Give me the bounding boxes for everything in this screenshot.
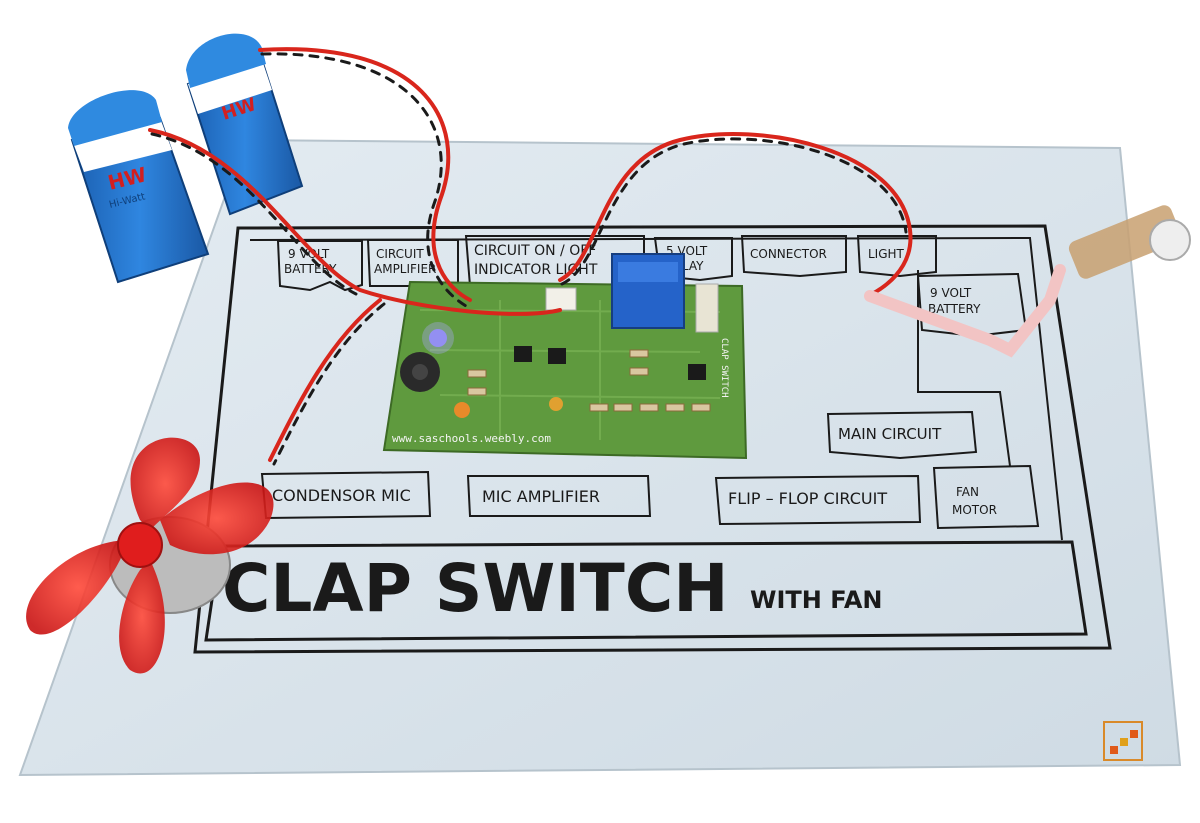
label-amplifier: CIRCUIT AMPLIFIER	[366, 239, 459, 287]
battery-left: HW Hi-Watt	[68, 90, 210, 284]
title-text: CLAP SWITCH	[222, 550, 729, 627]
svg-text:LIGHT: LIGHT	[868, 247, 905, 261]
label-fan-motor: FAN MOTOR	[932, 464, 1040, 530]
svg-text:CONDENSOR MIC: CONDENSOR MIC	[272, 486, 411, 505]
label-battery-right: 9 VOLT BATTERY	[916, 272, 1028, 338]
pcb-name: CLAP SWITCH	[719, 338, 729, 398]
svg-text:FAN: FAN	[956, 485, 979, 499]
blue-led-icon	[429, 329, 447, 347]
svg-text:FLIP – FLOP CIRCUIT: FLIP – FLOP CIRCUIT	[728, 489, 887, 508]
transistor-icon	[548, 348, 566, 364]
transistor-icon	[514, 346, 532, 362]
transistor-icon	[688, 364, 706, 380]
svg-text:9 VOLT: 9 VOLT	[930, 286, 972, 300]
svg-text:AMPLIFIER: AMPLIFIER	[374, 262, 436, 276]
svg-text:MAIN CIRCUIT: MAIN CIRCUIT	[838, 425, 942, 443]
capacitor-icon	[549, 397, 563, 411]
fan-icon	[26, 437, 274, 674]
connector-icon	[695, 283, 719, 333]
label-flip-flop: FLIP – FLOP CIRCUIT	[714, 474, 922, 526]
pcb-circuit-board: www.saschools.weebly.com CLAP SWITCH	[382, 253, 748, 460]
light-bulb-icon	[864, 205, 1191, 358]
subtitle-text: WITH FAN	[750, 586, 883, 614]
corner-logo	[1103, 721, 1143, 761]
svg-text:BATTERY: BATTERY	[928, 302, 981, 316]
svg-text:CIRCUIT ON / OFF: CIRCUIT ON / OFF	[474, 243, 596, 259]
label-main-circuit: MAIN CIRCUIT	[826, 410, 978, 460]
svg-text:MIC AMPLIFIER: MIC AMPLIFIER	[482, 487, 600, 506]
capacitor-icon	[454, 402, 470, 418]
pcb-website: www.saschools.weebly.com	[392, 432, 551, 445]
battery-right: HW	[186, 33, 304, 216]
svg-text:CIRCUIT: CIRCUIT	[376, 247, 424, 261]
label-connector: CONNECTOR	[740, 235, 847, 278]
svg-text:MOTOR: MOTOR	[952, 503, 997, 517]
wires	[148, 47, 913, 466]
layout-line-right	[917, 270, 1011, 467]
connector-icon	[545, 287, 577, 311]
svg-text:CONNECTOR: CONNECTOR	[750, 247, 827, 261]
title-banner: CLAP SWITCH WITH FAN	[204, 540, 1088, 642]
label-mic-amplifier: MIC AMPLIFIER	[466, 475, 652, 517]
